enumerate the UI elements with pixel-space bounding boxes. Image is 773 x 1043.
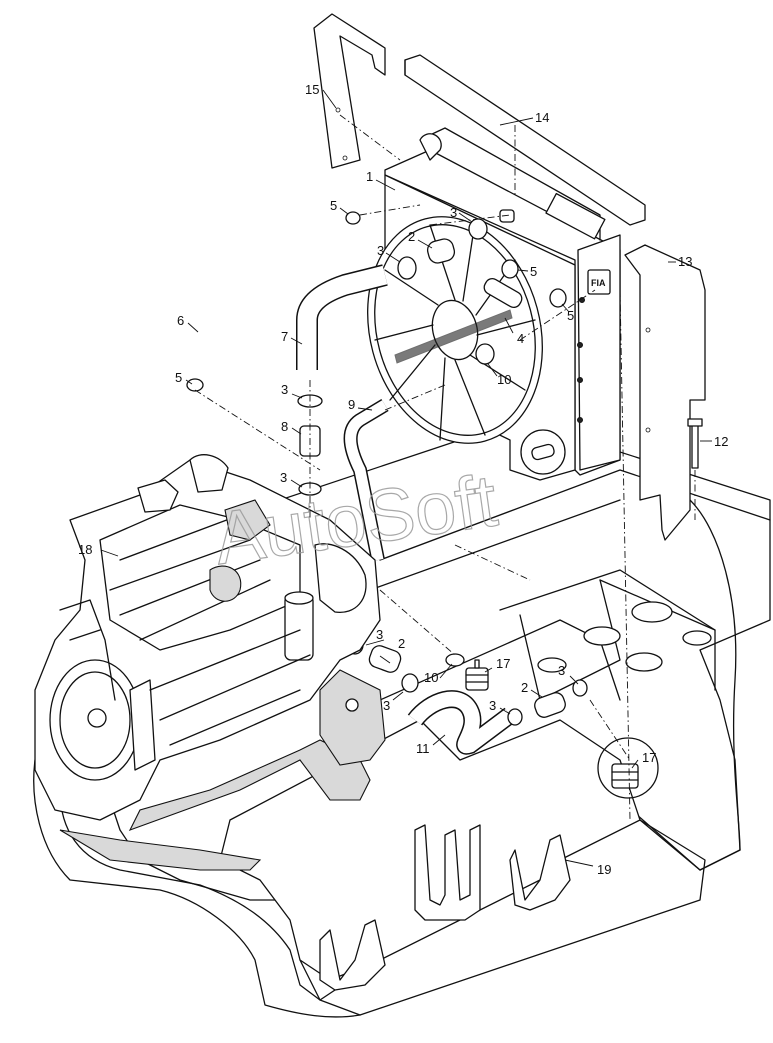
callout-3-deck-right: 3 <box>558 663 565 678</box>
detail-circle <box>520 429 566 475</box>
callout-7: 7 <box>281 329 288 344</box>
radiator-badge: FIA <box>591 278 606 288</box>
callout-3-fan-left: 3 <box>377 243 384 258</box>
callout-5-radiator-right: 5 <box>567 308 574 323</box>
leader-lines <box>100 89 712 867</box>
callout-6: 6 <box>177 313 184 328</box>
callout-3-engine-right: 3 <box>376 627 383 642</box>
callout-17-detail: 17 <box>642 750 656 765</box>
callout-10-fan: 10 <box>497 372 511 387</box>
callout-5-radiator-mid: 5 <box>530 264 537 279</box>
callout-8: 8 <box>281 419 288 434</box>
machine-frame <box>33 419 771 1018</box>
callout-3-hose-7: 3 <box>281 382 288 397</box>
callout-3-pipe-8: 3 <box>280 470 287 485</box>
callout-10-deck: 10 <box>424 670 438 685</box>
callout-1: 1 <box>366 169 373 184</box>
part-11-hose <box>407 690 516 755</box>
pipe-couplings <box>299 209 566 718</box>
callout-9: 9 <box>348 397 355 412</box>
callouts: 1 2 2 2 3 3 3 3 3 3 3 3 3 4 5 5 5 5 6 7 … <box>78 82 728 877</box>
callout-13: 13 <box>678 254 692 269</box>
callout-3-hose-11-left: 3 <box>383 698 390 713</box>
callout-2-radiator: 2 <box>408 229 415 244</box>
callout-11: 11 <box>416 741 430 756</box>
callout-2-engine: 2 <box>398 636 405 651</box>
part-15-bracket <box>313 13 386 169</box>
callout-3-radiator-top: 3 <box>450 205 457 220</box>
part-6-hose <box>194 229 328 348</box>
callout-14: 14 <box>535 110 549 125</box>
callout-4: 4 <box>517 331 524 346</box>
callout-2-deck: 2 <box>521 680 528 695</box>
part-9-hose <box>343 398 389 562</box>
callout-5-hose-6: 5 <box>175 370 182 385</box>
part-14-top-cover <box>404 54 646 226</box>
callout-3-hose-11-right: 3 <box>489 698 496 713</box>
callout-18: 18 <box>78 542 92 557</box>
part-13-side-panel <box>624 244 706 541</box>
callout-19: 19 <box>597 862 611 877</box>
part-12-bolt <box>687 418 703 469</box>
part-18-engine <box>34 454 381 821</box>
callout-12: 12 <box>714 434 728 449</box>
callout-17-deck: 17 <box>496 656 510 671</box>
callout-5-top: 5 <box>330 198 337 213</box>
callout-15: 15 <box>305 82 319 97</box>
part-7-hose <box>296 264 388 370</box>
part-17-mounts <box>465 659 659 799</box>
assembly-centerlines <box>194 114 696 821</box>
